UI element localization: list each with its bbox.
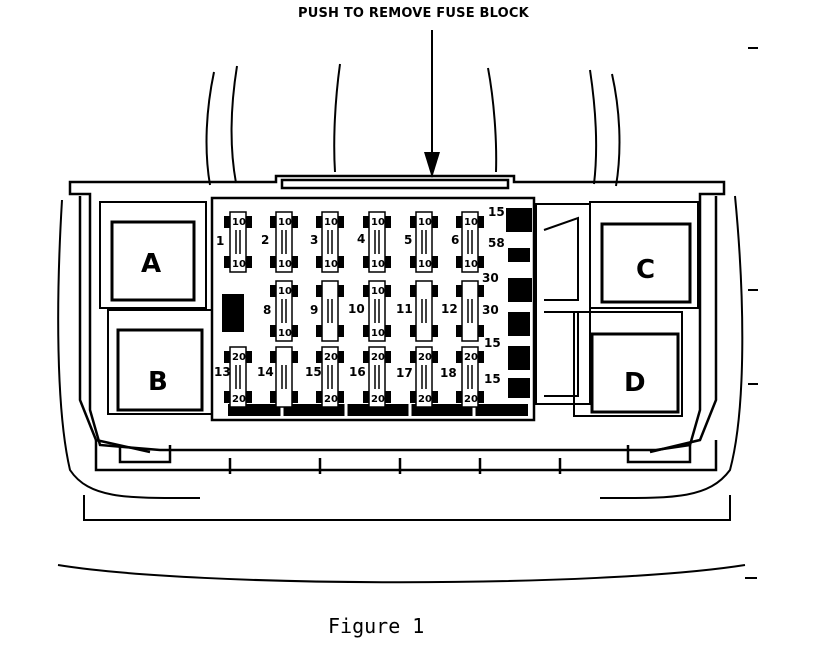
fuse-rating-2: 10 bbox=[278, 217, 292, 228]
fuse-9 bbox=[316, 280, 344, 342]
fuse-number-7: 7 bbox=[222, 302, 230, 316]
fuse-rating-4: 10 bbox=[371, 259, 385, 270]
side-rating-6: 15 bbox=[484, 372, 501, 386]
fuse-rating-4: 10 bbox=[371, 217, 385, 228]
fuse-2: 10 10 bbox=[270, 211, 298, 273]
fuse-number-1: 1 bbox=[216, 234, 224, 248]
fuse-rating-16: 20 bbox=[371, 394, 385, 405]
relay-label-d: D bbox=[624, 368, 646, 398]
fuse-rating-8: 10 bbox=[278, 286, 292, 297]
fuse-5: 10 10 bbox=[410, 211, 438, 273]
fuse-number-3: 3 bbox=[310, 233, 318, 247]
fuse-rating-13: 20 bbox=[232, 394, 246, 405]
fuse-rating-5: 10 bbox=[418, 217, 432, 228]
fuse-8: 10 10 bbox=[270, 280, 298, 342]
fuse-rating-6: 10 bbox=[464, 259, 478, 270]
fuse-rating-1: 10 bbox=[232, 259, 246, 270]
fuse-14 bbox=[270, 346, 298, 408]
dash-panel-outline bbox=[57, 47, 758, 584]
relay-d bbox=[573, 311, 683, 417]
fuse-rating-10: 10 bbox=[371, 328, 385, 339]
fuse-6: 10 10 bbox=[456, 211, 484, 273]
side-rating-3: 30 bbox=[482, 271, 499, 285]
fuse-number-6: 6 bbox=[451, 233, 459, 247]
side-rating-2: 58 bbox=[488, 236, 505, 250]
side-rating-4: 30 bbox=[482, 303, 499, 317]
relay-label-b: B bbox=[148, 367, 168, 397]
fuse-number-8: 8 bbox=[263, 303, 271, 317]
fuse-rating-15: 20 bbox=[324, 394, 338, 405]
fuse-rating-13: 20 bbox=[232, 352, 246, 363]
fuse-rating-18: 20 bbox=[464, 352, 478, 363]
fuse-11 bbox=[410, 280, 438, 342]
fuse-rating-2: 10 bbox=[278, 259, 292, 270]
fuse-rating-3: 10 bbox=[324, 217, 338, 228]
fuse-number-18: 18 bbox=[440, 366, 457, 380]
fuse-number-11: 11 bbox=[396, 302, 413, 316]
relay-label-c: C bbox=[636, 255, 655, 285]
fuse-number-4: 4 bbox=[357, 232, 365, 246]
push-to-remove-callout: PUSH TO REMOVE FUSE BLOCK bbox=[298, 6, 529, 21]
fuse-number-2: 2 bbox=[261, 233, 269, 247]
fuse-number-13: 13 bbox=[214, 365, 231, 379]
fuse-panel bbox=[210, 196, 536, 422]
fuse-rating-10: 10 bbox=[371, 286, 385, 297]
side-rating-1: 15 bbox=[488, 205, 505, 219]
fuse-rating-16: 20 bbox=[371, 352, 385, 363]
fuses: 1010101010101010101010101010101020202020… bbox=[224, 211, 484, 408]
fuse-rating-1: 10 bbox=[232, 217, 246, 228]
fuse-number-9: 9 bbox=[310, 303, 318, 317]
fuse-rating-17: 20 bbox=[418, 352, 432, 363]
fuse-rating-8: 10 bbox=[278, 328, 292, 339]
fuse-10: 10 10 bbox=[363, 280, 391, 342]
fuse-number-12: 12 bbox=[441, 302, 458, 316]
side-connector bbox=[535, 203, 591, 405]
push-arrow bbox=[424, 30, 440, 178]
fuse-rating-6: 10 bbox=[464, 217, 478, 228]
fuse-3: 10 10 bbox=[316, 211, 344, 273]
fuse-number-10: 10 bbox=[348, 302, 365, 316]
fuse-1: 10 10 bbox=[224, 211, 252, 273]
fuse-rating-3: 10 bbox=[324, 259, 338, 270]
fuse-number-14: 14 bbox=[257, 365, 274, 379]
fuse-number-15: 15 bbox=[305, 365, 322, 379]
fuse-rating-15: 20 bbox=[324, 352, 338, 363]
side-rating-5: 15 bbox=[484, 336, 501, 350]
figure-caption: Figure 1 bbox=[328, 614, 425, 638]
fuse-number-17: 17 bbox=[396, 366, 413, 380]
fuse-number-16: 16 bbox=[349, 365, 366, 379]
fuse-rating-17: 20 bbox=[418, 394, 432, 405]
fuse-4: 10 10 bbox=[363, 211, 391, 273]
relay-b bbox=[107, 309, 213, 415]
fuse-rating-18: 20 bbox=[464, 394, 478, 405]
relay-c bbox=[589, 201, 699, 309]
relay-a bbox=[99, 201, 207, 309]
fuse-rating-5: 10 bbox=[418, 259, 432, 270]
fuse-12 bbox=[456, 280, 484, 342]
relay-label-a: A bbox=[141, 249, 161, 279]
fuse-number-5: 5 bbox=[404, 233, 412, 247]
fuse-block-housing bbox=[68, 174, 726, 474]
